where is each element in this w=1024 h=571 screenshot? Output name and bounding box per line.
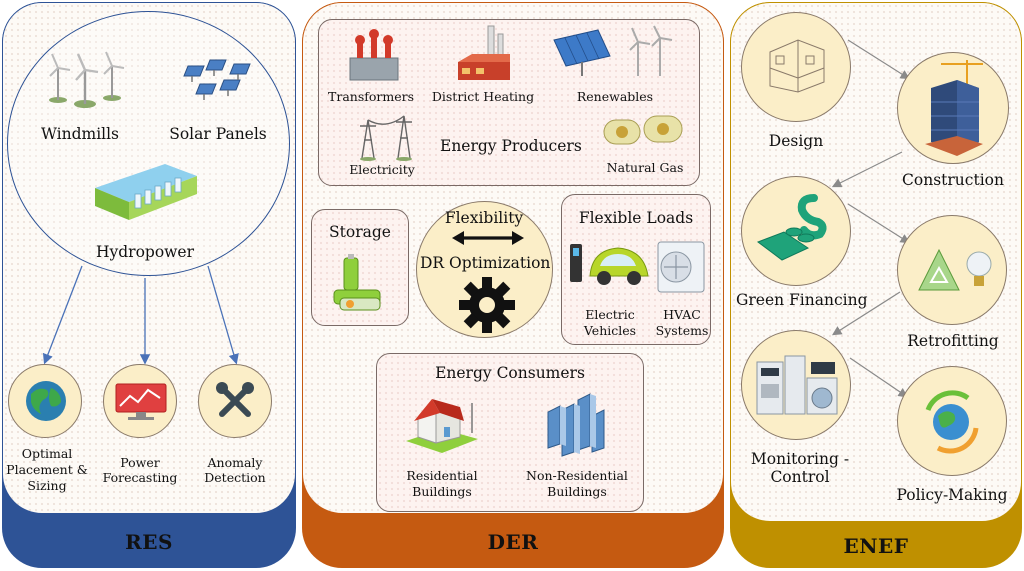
tools-icon xyxy=(216,382,254,417)
windmill-icon xyxy=(49,51,125,108)
green-financing-label: Green Financing xyxy=(736,291,868,309)
flexible-loads-title: Flexible Loads xyxy=(578,209,694,227)
residential-house-icon xyxy=(406,399,478,453)
forecasting-label-line1: Power xyxy=(120,455,160,470)
design-circle xyxy=(741,12,851,122)
non-residential-label-line1: Non-Residential xyxy=(526,468,628,483)
natural-gas-tanks-icon xyxy=(603,115,683,145)
windmills-label: Windmills xyxy=(40,125,120,143)
design-label: Design xyxy=(768,132,824,150)
energy-consumers-title: Energy Consumers xyxy=(435,364,585,382)
renewables-icon xyxy=(553,25,673,76)
energy-producers-box xyxy=(318,19,700,186)
policy-making-label: Policy-Making xyxy=(896,486,1008,504)
policy-making-circle xyxy=(897,366,1007,476)
res-footer-label: RES xyxy=(125,530,173,554)
construction-building-icon xyxy=(925,60,983,156)
res-arrows xyxy=(42,265,239,365)
hvac-unit-icon xyxy=(657,241,705,293)
storage-label: Storage xyxy=(329,223,391,241)
transformer-icon xyxy=(349,29,399,81)
placement-label-line2: Placement & xyxy=(6,462,88,477)
res-sources-circle xyxy=(7,11,290,276)
district-heating-icon xyxy=(458,25,510,80)
dr-optimization-label: DR Optimization xyxy=(420,254,551,272)
hydropower-dam-icon xyxy=(95,164,197,220)
residential-label-line2: Buildings xyxy=(412,484,472,499)
energy-producers-title: Energy Producers xyxy=(440,137,582,155)
design-sketch-icon xyxy=(769,39,825,93)
solar-panel-icon xyxy=(183,59,251,100)
natural-gas-label: Natural Gas xyxy=(606,160,684,175)
forecast-monitor-icon xyxy=(115,383,167,420)
der-footer-label: DER xyxy=(487,530,539,554)
retrofitting-label: Retrofitting xyxy=(907,332,999,350)
electricity-pylon-icon xyxy=(360,115,412,161)
green-money-icon xyxy=(756,194,827,261)
non-residential-label-line2: Buildings xyxy=(547,484,607,499)
anomaly-label-line2: Detection xyxy=(204,470,266,485)
earth-cycle-icon xyxy=(925,390,979,454)
non-residential-buildings-icon xyxy=(547,393,605,457)
appliances-icon xyxy=(756,355,838,415)
placement-label-line1: Optimal xyxy=(21,446,73,461)
forecasting-label-line2: Forecasting xyxy=(102,470,178,485)
renewables-label: Renewables xyxy=(576,89,654,104)
electricity-label: Electricity xyxy=(349,162,415,177)
ev-label-line1: Electric xyxy=(585,307,635,322)
double-arrow-icon xyxy=(452,231,524,245)
residential-label-line1: Residential xyxy=(406,468,478,483)
electric-vehicle-icon xyxy=(570,244,649,285)
enef-footer-label: ENEF xyxy=(843,534,909,558)
gear-icon xyxy=(459,277,515,333)
hydropower-label: Hydropower xyxy=(95,243,195,261)
construction-label: Construction xyxy=(902,171,1004,189)
flexibility-label: Flexibility xyxy=(444,209,524,227)
district-heating-label: District Heating xyxy=(431,89,535,104)
monitoring-label-line2: Control xyxy=(770,468,830,486)
globe-icon xyxy=(26,381,66,421)
battery-icon xyxy=(333,254,381,311)
anomaly-label-line1: Anomaly xyxy=(207,455,263,470)
ev-label-line2: Vehicles xyxy=(583,323,637,338)
enef-arrows xyxy=(831,39,911,398)
hvac-label-line2: Systems xyxy=(655,323,709,338)
recycle-bulb-icon xyxy=(918,248,992,291)
placement-label-line3: Sizing xyxy=(27,478,67,493)
transformers-label: Transformers xyxy=(328,89,414,104)
hvac-label-line1: HVAC xyxy=(663,307,701,322)
monitoring-label-line1: Monitoring - xyxy=(750,450,850,468)
solar-panels-label: Solar Panels xyxy=(169,125,267,143)
